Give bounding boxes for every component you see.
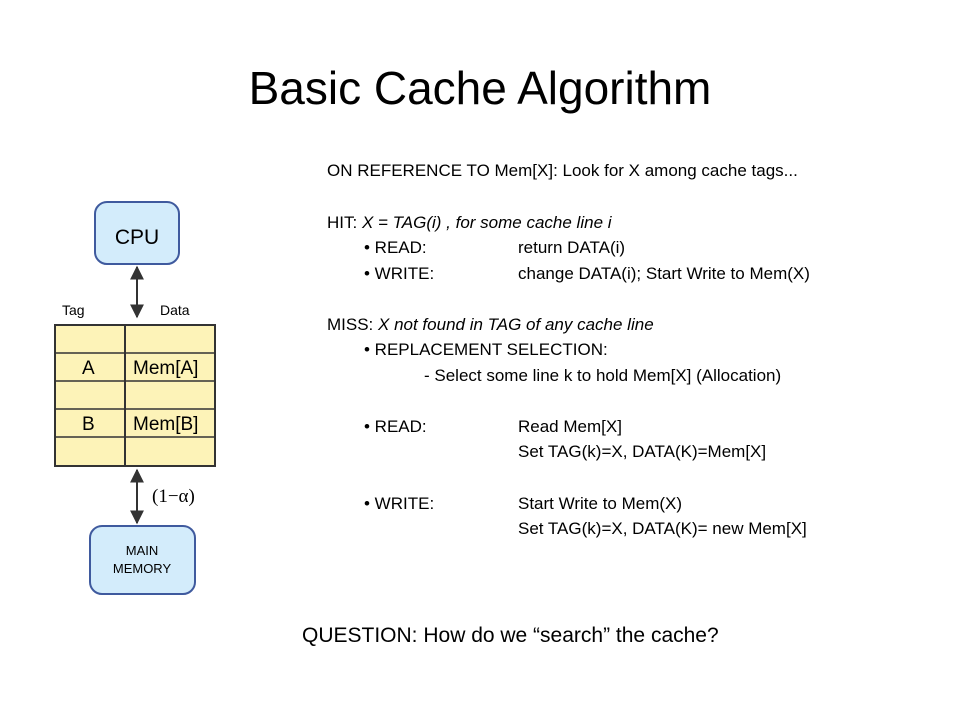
replacement-detail: - Select some line k to hold Mem[X] (All… — [424, 366, 782, 385]
miss-write-label: • WRITE: — [364, 494, 435, 513]
miss-ratio-label: (1−α) — [152, 486, 195, 507]
cpu-label: CPU — [115, 226, 159, 249]
hit-prefix: HIT: — [327, 213, 362, 232]
hit-read-action: return DATA(i) — [518, 238, 626, 257]
miss-line: MISS: X not found in TAG of any cache li… — [327, 314, 654, 336]
cache-row-data: Mem[B] — [133, 414, 198, 435]
cache-table — [54, 324, 216, 467]
miss-write-action-1: Start Write to Mem(X) — [518, 494, 683, 513]
hit-write-action: change DATA(i); Start Write to Mem(X) — [518, 264, 810, 283]
cache-row-tag: A — [82, 358, 95, 379]
data-header: Data — [160, 302, 190, 318]
memory-label: MAIN — [126, 543, 159, 558]
miss-prefix: MISS: — [327, 315, 379, 334]
hit-read-label: • READ: — [364, 238, 427, 257]
main-memory-box — [89, 525, 196, 595]
miss-condition: X not found in TAG of any cache line — [378, 315, 654, 334]
memory-label: MEMORY — [113, 561, 172, 576]
miss-read-action-1: Read Mem[X] — [518, 417, 622, 436]
miss-read-label: • READ: — [364, 417, 427, 436]
on-reference-line: ON REFERENCE TO Mem[X]: Look for X among… — [327, 161, 798, 180]
question-text: QUESTION: How do we “search” the cache? — [302, 624, 719, 647]
hit-line: HIT: X = TAG(i) , for some cache line i — [327, 212, 612, 234]
slide-title: Basic Cache Algorithm — [248, 62, 712, 114]
cache-row-data: Mem[A] — [133, 358, 198, 379]
miss-read-action-2: Set TAG(k)=X, DATA(K)=Mem[X] — [518, 442, 767, 461]
hit-condition: X = TAG(i) , for some cache line i — [361, 213, 612, 232]
cache-row-tag: B — [82, 414, 95, 435]
miss-write-action-2: Set TAG(k)=X, DATA(K)= new Mem[X] — [518, 519, 807, 538]
hit-write-label: • WRITE: — [364, 264, 435, 283]
replacement-label: • REPLACEMENT SELECTION: — [364, 340, 608, 359]
tag-header: Tag — [62, 302, 85, 318]
cpu-box — [94, 201, 180, 265]
